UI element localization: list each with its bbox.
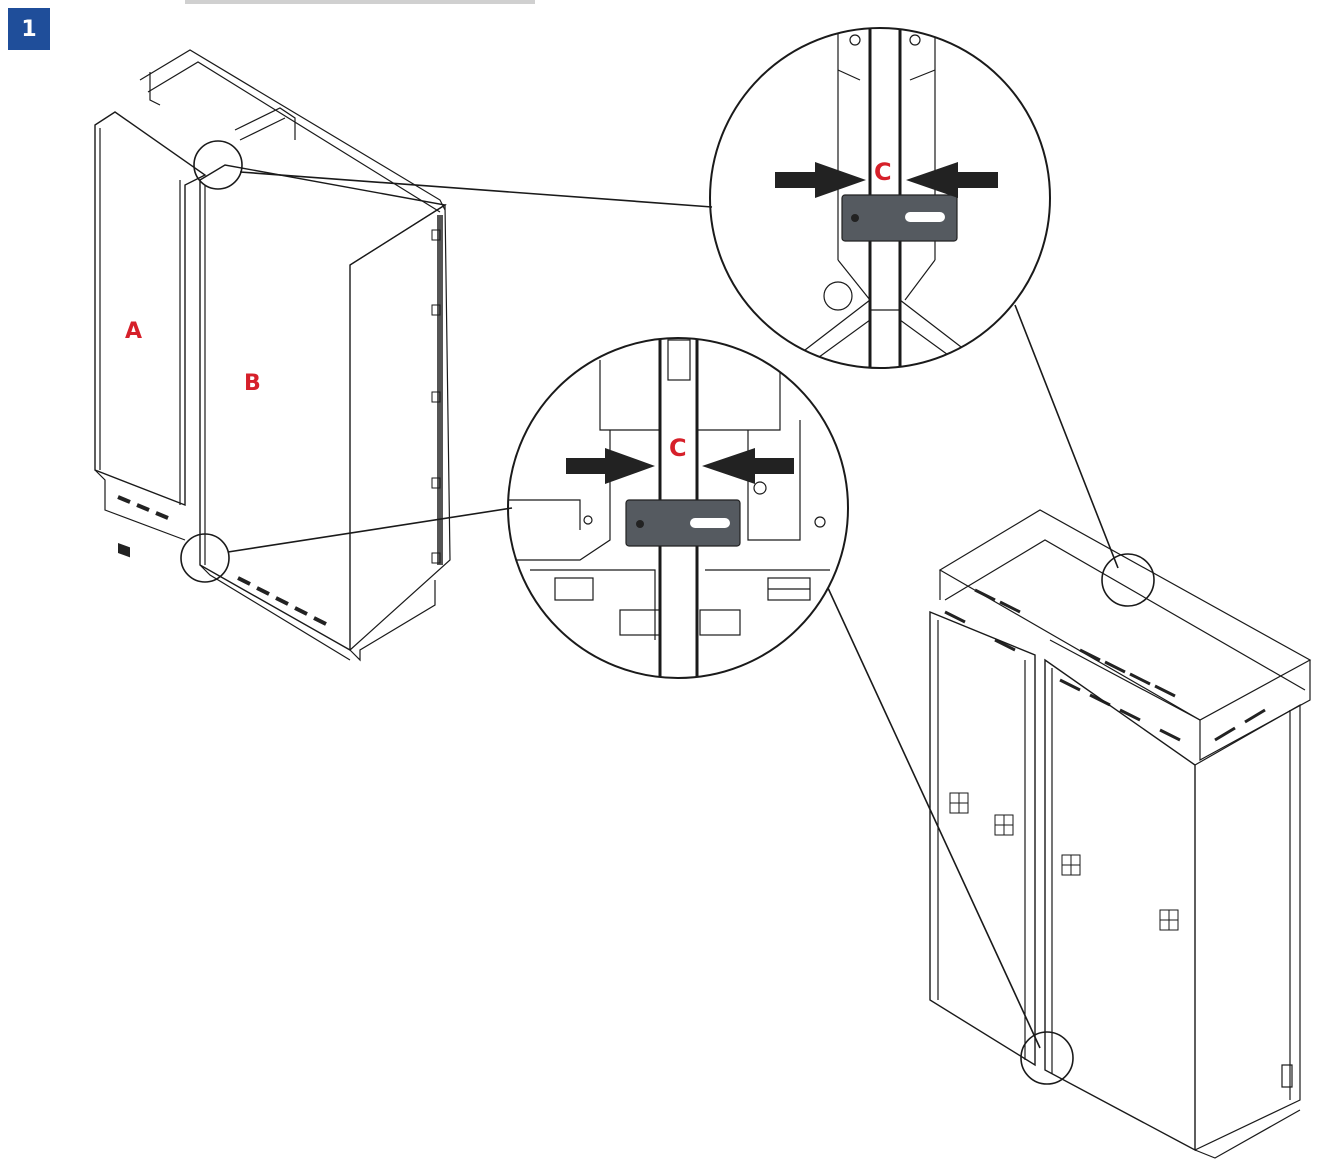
header-remnant <box>185 0 535 4</box>
cabinet-a-label: A <box>125 319 142 344</box>
top-alignment-bracket <box>841 194 958 242</box>
bottom-detail-marker-right <box>1020 1031 1074 1085</box>
bottom-alignment-bracket <box>625 499 741 547</box>
top-zoom-detail: C <box>709 27 1051 369</box>
leader-line-bottom <box>227 507 513 553</box>
gap-label-bottom: C <box>669 434 687 462</box>
cabinet-a <box>94 111 207 541</box>
bottom-zoom-detail: C <box>507 337 849 679</box>
step-number-badge: 1 <box>8 8 50 50</box>
bottom-vents <box>118 542 130 558</box>
gap-label-top: C <box>874 158 892 186</box>
bottom-detail-marker <box>180 533 230 583</box>
arrow-right-icon <box>566 448 655 484</box>
cabinet-b-label: B <box>244 371 261 396</box>
leader-line-right-bottom <box>827 587 1041 1049</box>
top-detail-marker-right <box>1101 553 1155 607</box>
right-cabinet-assembly <box>929 509 1312 1159</box>
top-detail-marker <box>193 140 243 190</box>
side-hinges <box>431 229 441 564</box>
arrow-left-icon <box>702 448 794 484</box>
panel-hinge-marks <box>949 792 1179 931</box>
left-cabinet-assembly: A B <box>94 49 451 662</box>
cabinet-b <box>199 164 451 662</box>
leader-line-top <box>239 171 713 208</box>
arrow-left-icon <box>906 162 998 198</box>
arrow-right-icon <box>775 162 866 198</box>
leader-line-right-top <box>1014 304 1119 569</box>
